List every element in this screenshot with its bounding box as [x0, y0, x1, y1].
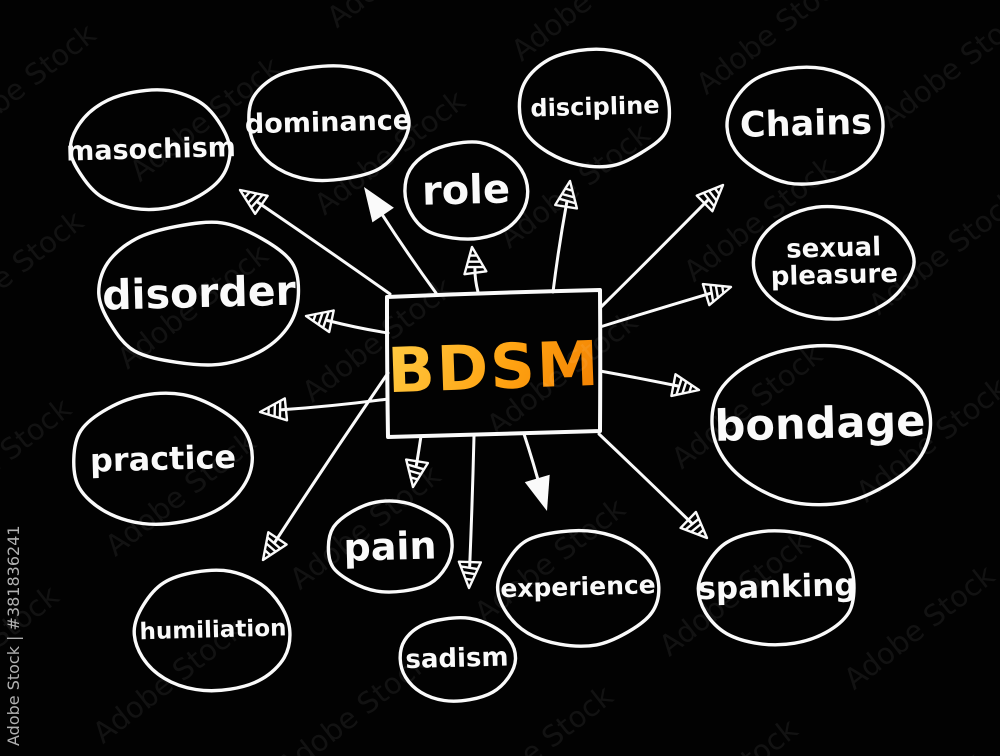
arrow-line-humiliation [273, 371, 390, 544]
adobe-stock-watermark: Adobe Stock [825, 745, 989, 756]
node-ellipse-practice [72, 391, 255, 526]
node-ellipse-sexual-pleasure [751, 204, 916, 321]
adobe-stock-watermark: Adobe Stock [307, 83, 472, 222]
node-ellipse-sadism [398, 616, 518, 703]
arrow-head-sexual-pleasure [701, 282, 733, 307]
adobe-stock-watermark: Adobe Stock [86, 611, 251, 751]
arrow-head-practice [258, 397, 289, 422]
center-node-box [384, 288, 603, 439]
adobe-stock-watermark: Adobe Stock [123, 49, 287, 189]
adobe-stock-watermark: Adobe Stock [874, 0, 1000, 135]
node-ellipse-experience [495, 528, 661, 648]
node-ellipse-bondage [710, 344, 933, 507]
adobe-stock-watermark: Adobe Stock [689, 0, 854, 101]
arrow-head-experience [524, 474, 550, 511]
node-ellipse-discipline [517, 47, 672, 169]
adobe-stock-watermark: Adobe Stock [270, 645, 435, 756]
arrow-line-disorder [326, 319, 390, 335]
adobe-stock-watermark: Adobe Stock [0, 391, 78, 530]
arrow-line-chains [598, 199, 709, 310]
adobe-stock-watermark: Adobe Stock [0, 16, 103, 155]
adobe-stock-watermark: Adobe Stock [677, 149, 842, 289]
arrow-head-dominance [364, 187, 394, 223]
node-ellipse-pain [326, 499, 454, 594]
arrow-line-practice [280, 397, 390, 412]
arrow-head-spanking [679, 510, 709, 540]
arrow-line-bondage [598, 369, 679, 388]
node-ellipse-masochism [68, 88, 232, 212]
arrow-head-pain [405, 458, 430, 489]
adobe-stock-watermark: Adobe Stock [480, 303, 645, 443]
adobe-stock-watermark: Adobe Stock [664, 337, 829, 476]
adobe-stock-watermark: Adobe Stock [837, 557, 1000, 697]
adobe-stock-watermark: Adobe Stock [136, 0, 300, 1]
adobe-stock-watermark: Adobe Stock [320, 0, 484, 34]
adobe-stock-watermark: Adobe Stock [505, 0, 669, 68]
arrow-line-sadism [468, 434, 476, 568]
arrow-head-discipline [554, 179, 579, 210]
adobe-stock-watermark: Adobe Stock [295, 270, 460, 409]
adobe-stock-watermark: Adobe Stock [98, 424, 263, 563]
arrow-head-role [463, 245, 488, 276]
arrow-line-pain [414, 434, 423, 467]
adobe-stock-watermark: Adobe Stock [492, 116, 657, 255]
node-ellipse-spanking [696, 529, 856, 647]
node-ellipse-humiliation [132, 568, 292, 693]
adobe-stock-watermark: Adobe Stock [110, 237, 275, 376]
arrow-line-sexual-pleasure [598, 291, 712, 329]
arrow-head-humiliation [261, 531, 288, 562]
node-ellipse-disorder [97, 220, 301, 367]
arrow-line-masochism [256, 201, 392, 296]
arrow-head-chains [695, 183, 725, 213]
node-ellipse-chains [725, 65, 885, 186]
adobe-stock-watermark: Adobe Stock [467, 491, 632, 630]
arrow-head-bondage [670, 373, 701, 398]
arrow-head-sadism [457, 560, 482, 590]
adobe-stock-watermark: Adobe Stock [849, 370, 1000, 509]
arrow-line-discipline [551, 201, 569, 294]
node-ellipse-role [403, 140, 530, 241]
adobe-stock-watermark: Adobe Stock [640, 712, 804, 756]
adobe-stock-watermark: Adobe Stock [0, 203, 90, 343]
arrow-line-role [473, 267, 480, 294]
adobe-stock-watermark: Adobe Stock [283, 457, 448, 597]
adobe-stock-watermark: Adobe Stock [455, 678, 620, 756]
node-ellipse-dominance [247, 64, 411, 183]
arrow-head-masochism [238, 188, 269, 216]
stock-credit-text: Adobe Stock | #381836241 [4, 525, 23, 746]
arrow-line-spanking [597, 432, 693, 525]
adobe-stock-watermark: Adobe Stock [861, 183, 1000, 322]
adobe-stock-watermark: Adobe Stock [652, 524, 817, 663]
arrow-head-disorder [304, 309, 335, 334]
